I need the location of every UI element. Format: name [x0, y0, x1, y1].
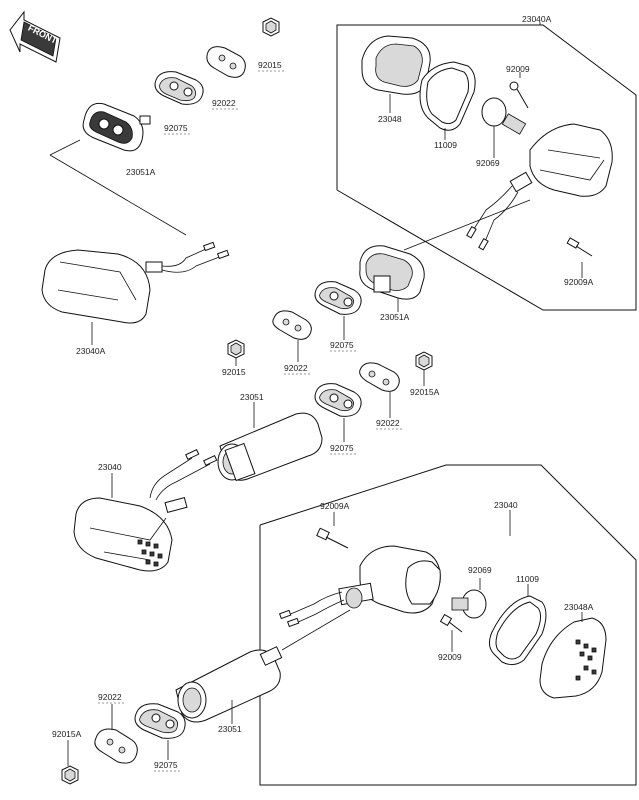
label-92075-mid2: 92075	[330, 443, 354, 453]
label-92022-mid: 92022	[284, 363, 308, 373]
label-92015-mid: 92015	[222, 367, 246, 377]
label-92009A-right: 92009A	[564, 277, 594, 287]
grommet-92075-low	[134, 703, 186, 739]
label-92022-mid2: 92022	[376, 418, 400, 428]
label-23048A: 23048A	[564, 602, 594, 612]
label-92069-low: 92069	[468, 565, 492, 575]
plate-92022-mid	[272, 310, 312, 340]
label-92069-top: 92069	[476, 158, 500, 168]
nut-92015-top	[262, 17, 280, 37]
lens-grid-left	[137, 539, 163, 567]
nut-92015-mid	[227, 339, 245, 359]
plate-92022-low	[94, 728, 138, 764]
label-92015-top: 92015	[258, 60, 282, 70]
label-23040-right: 23040	[494, 500, 518, 510]
label-92022-top: 92022	[212, 98, 236, 108]
label-23051A-mid: 23051A	[380, 312, 410, 322]
stalk-23051-low	[175, 646, 283, 723]
screw-92009-top	[509, 81, 529, 109]
bulb-92069-top	[481, 97, 527, 135]
front-arrow-badge: FRONT	[9, 10, 61, 63]
label-23051A-left: 23051A	[126, 167, 156, 177]
lens-23048A	[539, 617, 607, 699]
plate-92022-mid2	[359, 362, 400, 392]
label-23048: 23048	[378, 114, 402, 124]
lens-23048	[361, 35, 431, 95]
label-23051-mid: 23051	[240, 392, 264, 402]
bulb-92069-low	[451, 589, 487, 619]
grommet-92075-top	[154, 71, 204, 105]
nut-92015A-low	[61, 765, 79, 785]
gasket-11009-top	[419, 61, 476, 131]
label-92015A-mid: 92015A	[410, 387, 440, 397]
gasket-11009-low	[488, 595, 547, 666]
plate-92022-top	[206, 46, 246, 78]
label-11009-top: 11009	[434, 140, 457, 150]
label-23040A-left: 23040A	[76, 346, 106, 356]
screw-92009A-low	[316, 527, 349, 549]
screw-92009A-right	[566, 237, 593, 257]
nut-92015A-mid	[415, 351, 433, 371]
group-frame-23040	[259, 464, 637, 786]
screw-92009-low	[439, 613, 463, 633]
label-underlines	[98, 70, 402, 772]
label-92015A-low: 92015A	[52, 729, 82, 739]
label-92009-low: 92009	[438, 652, 462, 662]
turn-signal-23040A-left	[41, 241, 230, 324]
turn-signal-23040A-right	[466, 123, 613, 251]
turn-signal-23040-left	[73, 448, 218, 572]
housing-23051A-mid	[359, 245, 425, 300]
turn-signal-23040-right-body	[278, 545, 441, 628]
part-labels: 92015 92022 92075 23051A 23040A 23048 11…	[52, 14, 594, 770]
group-frame-23040A	[336, 24, 637, 311]
label-92009-top: 92009	[506, 64, 530, 74]
housing-23051A-top	[82, 102, 151, 152]
lens-grid-right	[575, 639, 597, 681]
label-23040-left: 23040	[98, 462, 122, 472]
grommet-92075-mid	[314, 281, 362, 315]
label-92075-top: 92075	[164, 123, 188, 133]
label-23051-low: 23051	[218, 724, 242, 734]
label-92075-low: 92075	[154, 760, 178, 770]
label-23040A-right: 23040A	[522, 14, 552, 24]
label-92009A-low: 92009A	[320, 501, 350, 511]
stalk-23051-mid	[217, 412, 323, 482]
grommet-92075-mid2	[314, 383, 362, 417]
label-92022-low: 92022	[98, 692, 122, 702]
label-92075-mid: 92075	[330, 340, 354, 350]
label-11009-low: 11009	[516, 574, 539, 584]
